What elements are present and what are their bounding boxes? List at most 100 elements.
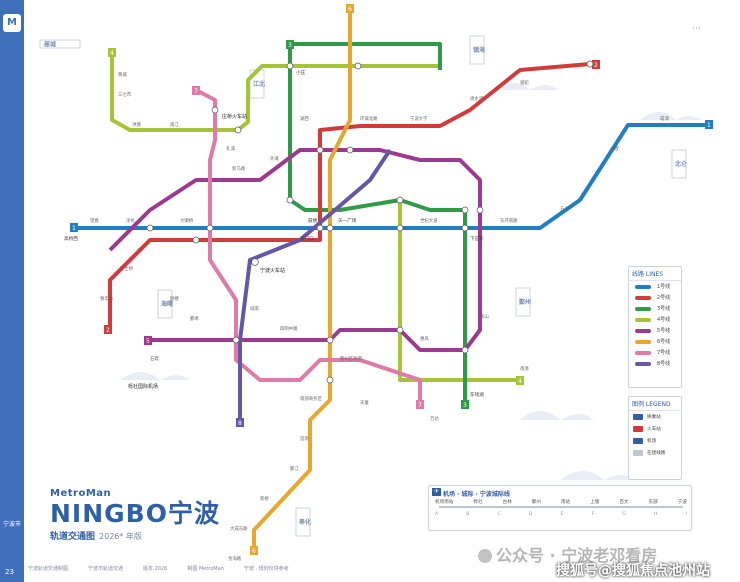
svg-text:春华路: 春华路 xyxy=(100,295,114,302)
station-xiayingdong: 下应东 xyxy=(470,235,484,242)
svg-text:姜山: 姜山 xyxy=(480,313,489,320)
svg-text:三七市: 三七市 xyxy=(118,91,132,98)
svg-text:慈城: 慈城 xyxy=(118,71,127,78)
svg-text:5: 5 xyxy=(146,338,150,345)
svg-text:环城北路: 环城北路 xyxy=(360,115,378,122)
more-menu-icon[interactable]: ⋯ xyxy=(692,24,701,34)
legend-row-7: 7号线 xyxy=(629,347,681,358)
wechat-icon xyxy=(478,549,492,563)
transfer-icon xyxy=(633,414,643,420)
line-3-north xyxy=(290,42,442,70)
station-ningbo-railway: 宁波火车站 xyxy=(260,267,285,274)
page-number: 23 xyxy=(5,568,14,576)
svg-text:大碶: 大碶 xyxy=(610,145,619,152)
svg-text:世纪大道: 世纪大道 xyxy=(420,217,438,224)
symbol-legend: 图例 LEGEND 换乘站 火车站 机场 在建线路 xyxy=(628,396,682,480)
district-yinzhou: 鄞州 xyxy=(519,298,531,306)
svg-text:1: 1 xyxy=(72,225,76,232)
svg-text:4: 4 xyxy=(518,378,522,385)
svg-text:惠风: 惠风 xyxy=(420,335,429,342)
legend-row-4: 4号线 xyxy=(629,314,681,325)
legend-row-6: 6号线 xyxy=(629,336,681,347)
line-5 xyxy=(108,148,482,352)
district-jiangbei: 江北 xyxy=(253,80,265,88)
svg-text:孔浦: 孔浦 xyxy=(226,145,235,152)
svg-text:甬江: 甬江 xyxy=(170,121,179,128)
legend-row-2: 2号线 xyxy=(629,292,681,303)
svg-text:鄞州区政府: 鄞州区政府 xyxy=(340,355,363,362)
station-dongqianhu: 东钱湖 xyxy=(470,391,484,398)
district-beilun: 北仑 xyxy=(675,160,688,168)
metroman-logo-icon: M xyxy=(3,14,21,32)
airplane-icon: ✈ xyxy=(432,488,441,496)
station-gaoqiao-west: 高桥西 xyxy=(64,235,78,242)
intercity-title: 机场 · 城际 · 宁波城际线 xyxy=(443,491,510,498)
mountain-decoration xyxy=(120,83,702,480)
airplane-icon xyxy=(633,438,643,444)
transfer-stations xyxy=(146,60,594,384)
line-1 xyxy=(78,123,705,230)
sidebar: M 宁波市 23 xyxy=(0,0,24,582)
svg-text:天童: 天童 xyxy=(360,399,369,406)
svg-text:汇士桥: 汇士桥 xyxy=(120,265,134,272)
line-markers: 1 1 2 2 3 3 4 4 5 6 6 7 7 8 xyxy=(70,4,713,555)
station-tianyi: 天一广场 xyxy=(338,217,357,224)
svg-text:新桥: 新桥 xyxy=(260,495,269,502)
svg-text:四明中路: 四明中路 xyxy=(280,325,298,332)
district-haishu: 海曙 xyxy=(161,300,173,308)
intercity-stations: 机场南站栎社古林鄞州南站上塘百丈东部宁波 xyxy=(435,500,687,505)
svg-text:城南: 城南 xyxy=(250,305,259,312)
svg-text:3: 3 xyxy=(463,402,467,409)
line-2 xyxy=(108,62,591,330)
svg-text:1: 1 xyxy=(707,122,711,129)
district-fenghua: 奉化 xyxy=(298,518,311,526)
svg-text:4: 4 xyxy=(110,50,114,57)
line-4-south xyxy=(398,200,520,382)
legend-title: 线路 LINES xyxy=(629,267,681,281)
svg-text:2: 2 xyxy=(594,62,598,69)
watermark: 公众号 · 宁波老邓看房 xyxy=(478,542,657,566)
legend-row-1: 1号线 xyxy=(629,281,681,292)
district-zhenhai: 镇海 xyxy=(473,46,485,54)
intercity-line xyxy=(439,506,683,508)
svg-text:金海路: 金海路 xyxy=(228,555,242,562)
svg-text:五乡: 五乡 xyxy=(560,206,569,212)
brand-city: NINGBO宁波 xyxy=(50,499,220,528)
svg-text:首南: 首南 xyxy=(300,435,309,442)
legend-row-3: 3号线 xyxy=(629,303,681,314)
svg-text:3: 3 xyxy=(288,42,292,49)
svg-text:骆驼: 骆驼 xyxy=(520,79,529,86)
svg-text:8: 8 xyxy=(238,420,242,427)
svg-text:7: 7 xyxy=(194,88,198,95)
svg-text:7: 7 xyxy=(418,402,422,409)
svg-text:泽民: 泽民 xyxy=(126,217,135,224)
line-4 xyxy=(110,52,440,132)
metro-map: 江北 镇海 北仑 海曙 鄞州 奉化 慈城 1 1 2 2 3 3 4 4 5 xyxy=(39,4,713,562)
svg-text:洪塘: 洪塘 xyxy=(132,121,141,128)
symbol-row-transfer: 换乘站 xyxy=(629,411,681,423)
svg-text:大卿桥: 大卿桥 xyxy=(180,217,194,224)
svg-text:6: 6 xyxy=(348,6,352,13)
svg-text:霞浦: 霞浦 xyxy=(660,115,669,122)
sidebar-vertical-label: 宁波市 xyxy=(2,521,21,528)
railway-icon xyxy=(633,426,643,432)
intercity-panel: ✈ 机场 · 城际 · 宁波城际线 机场南站栎社古林鄞州南站上塘百丈东部宁波 A… xyxy=(428,485,692,531)
station-lishe-airport: 栎社国际机场 xyxy=(128,383,158,390)
svg-text:外滩: 外滩 xyxy=(270,155,279,162)
legend-row-5: 5号线 xyxy=(629,325,681,336)
construction-line-icon xyxy=(633,450,643,456)
station-labels: 宁波火车站 庄桥火车站 栎社国际机场 高桥西 鼓楼 东门口 天一广场 下应东 东… xyxy=(64,69,484,398)
svg-text:2: 2 xyxy=(106,327,110,334)
line-legend: 线路 LINES 1号线 2号线 3号线 4号线 5号线 6号线 7号线 8号线 xyxy=(628,266,682,388)
station-dongmenkou: 东门口 xyxy=(300,235,314,242)
svg-text:望春: 望春 xyxy=(90,217,99,224)
brand-metroman: MetroMan xyxy=(50,488,112,499)
station-gulou: 鼓楼 xyxy=(308,217,318,224)
svg-text:甬港: 甬港 xyxy=(520,365,529,372)
svg-text:石碶: 石碶 xyxy=(150,355,159,362)
line-7 xyxy=(195,88,422,400)
svg-text:明楼: 明楼 xyxy=(170,295,179,302)
line-6 xyxy=(252,8,352,546)
